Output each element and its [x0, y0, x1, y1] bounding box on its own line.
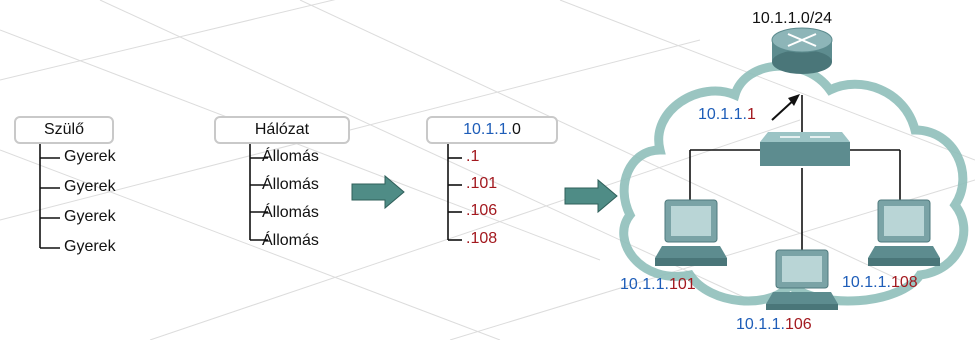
- computer-left-icon: [655, 199, 727, 266]
- host-label: Állomás: [262, 232, 319, 249]
- subnet-label: 10.1.1.0/24: [752, 10, 833, 27]
- host-suffix-label: .1: [466, 148, 480, 165]
- network-address-suffix: 0: [512, 121, 521, 138]
- host-suffix-label: .101: [466, 175, 498, 192]
- router-ip-label: 10.1.1.1: [698, 106, 756, 123]
- host-middle-ip-label: 10.1.1.106: [736, 316, 812, 333]
- parent-tree-lines: [39, 140, 60, 249]
- host-label: Állomás: [262, 176, 319, 193]
- host-suffix-label: .106: [466, 202, 498, 219]
- computer-middle-icon: [766, 249, 838, 310]
- switch-icon: [760, 132, 850, 166]
- host-right-ip-label: 10.1.1.108: [842, 274, 918, 291]
- child-label: Gyerek: [64, 238, 116, 255]
- arrow-2: [564, 178, 618, 214]
- host-label: Állomás: [262, 204, 319, 221]
- network-address-box: 10.1.1.0: [426, 116, 558, 144]
- address-tree-lines: [447, 140, 462, 241]
- host-suffix-label: .108: [466, 230, 498, 247]
- child-label: Gyerek: [64, 178, 116, 195]
- parent-label: Szülő: [43, 121, 85, 138]
- host-left-ip-label: 10.1.1.101: [620, 276, 696, 293]
- network-tree-lines: [249, 140, 268, 241]
- host-label: Állomás: [262, 148, 319, 165]
- network-label: Hálózat: [254, 121, 310, 138]
- child-label: Gyerek: [64, 148, 116, 165]
- computer-right-icon: [868, 199, 940, 266]
- parent-box: Szülő: [14, 116, 114, 144]
- router-icon: [771, 27, 833, 74]
- child-label: Gyerek: [64, 208, 116, 225]
- network-address-prefix: 10.1.1.: [463, 121, 513, 138]
- arrow-1: [351, 174, 405, 210]
- network-box: Hálózat: [214, 116, 350, 144]
- router-pointer-arrow: [771, 94, 800, 121]
